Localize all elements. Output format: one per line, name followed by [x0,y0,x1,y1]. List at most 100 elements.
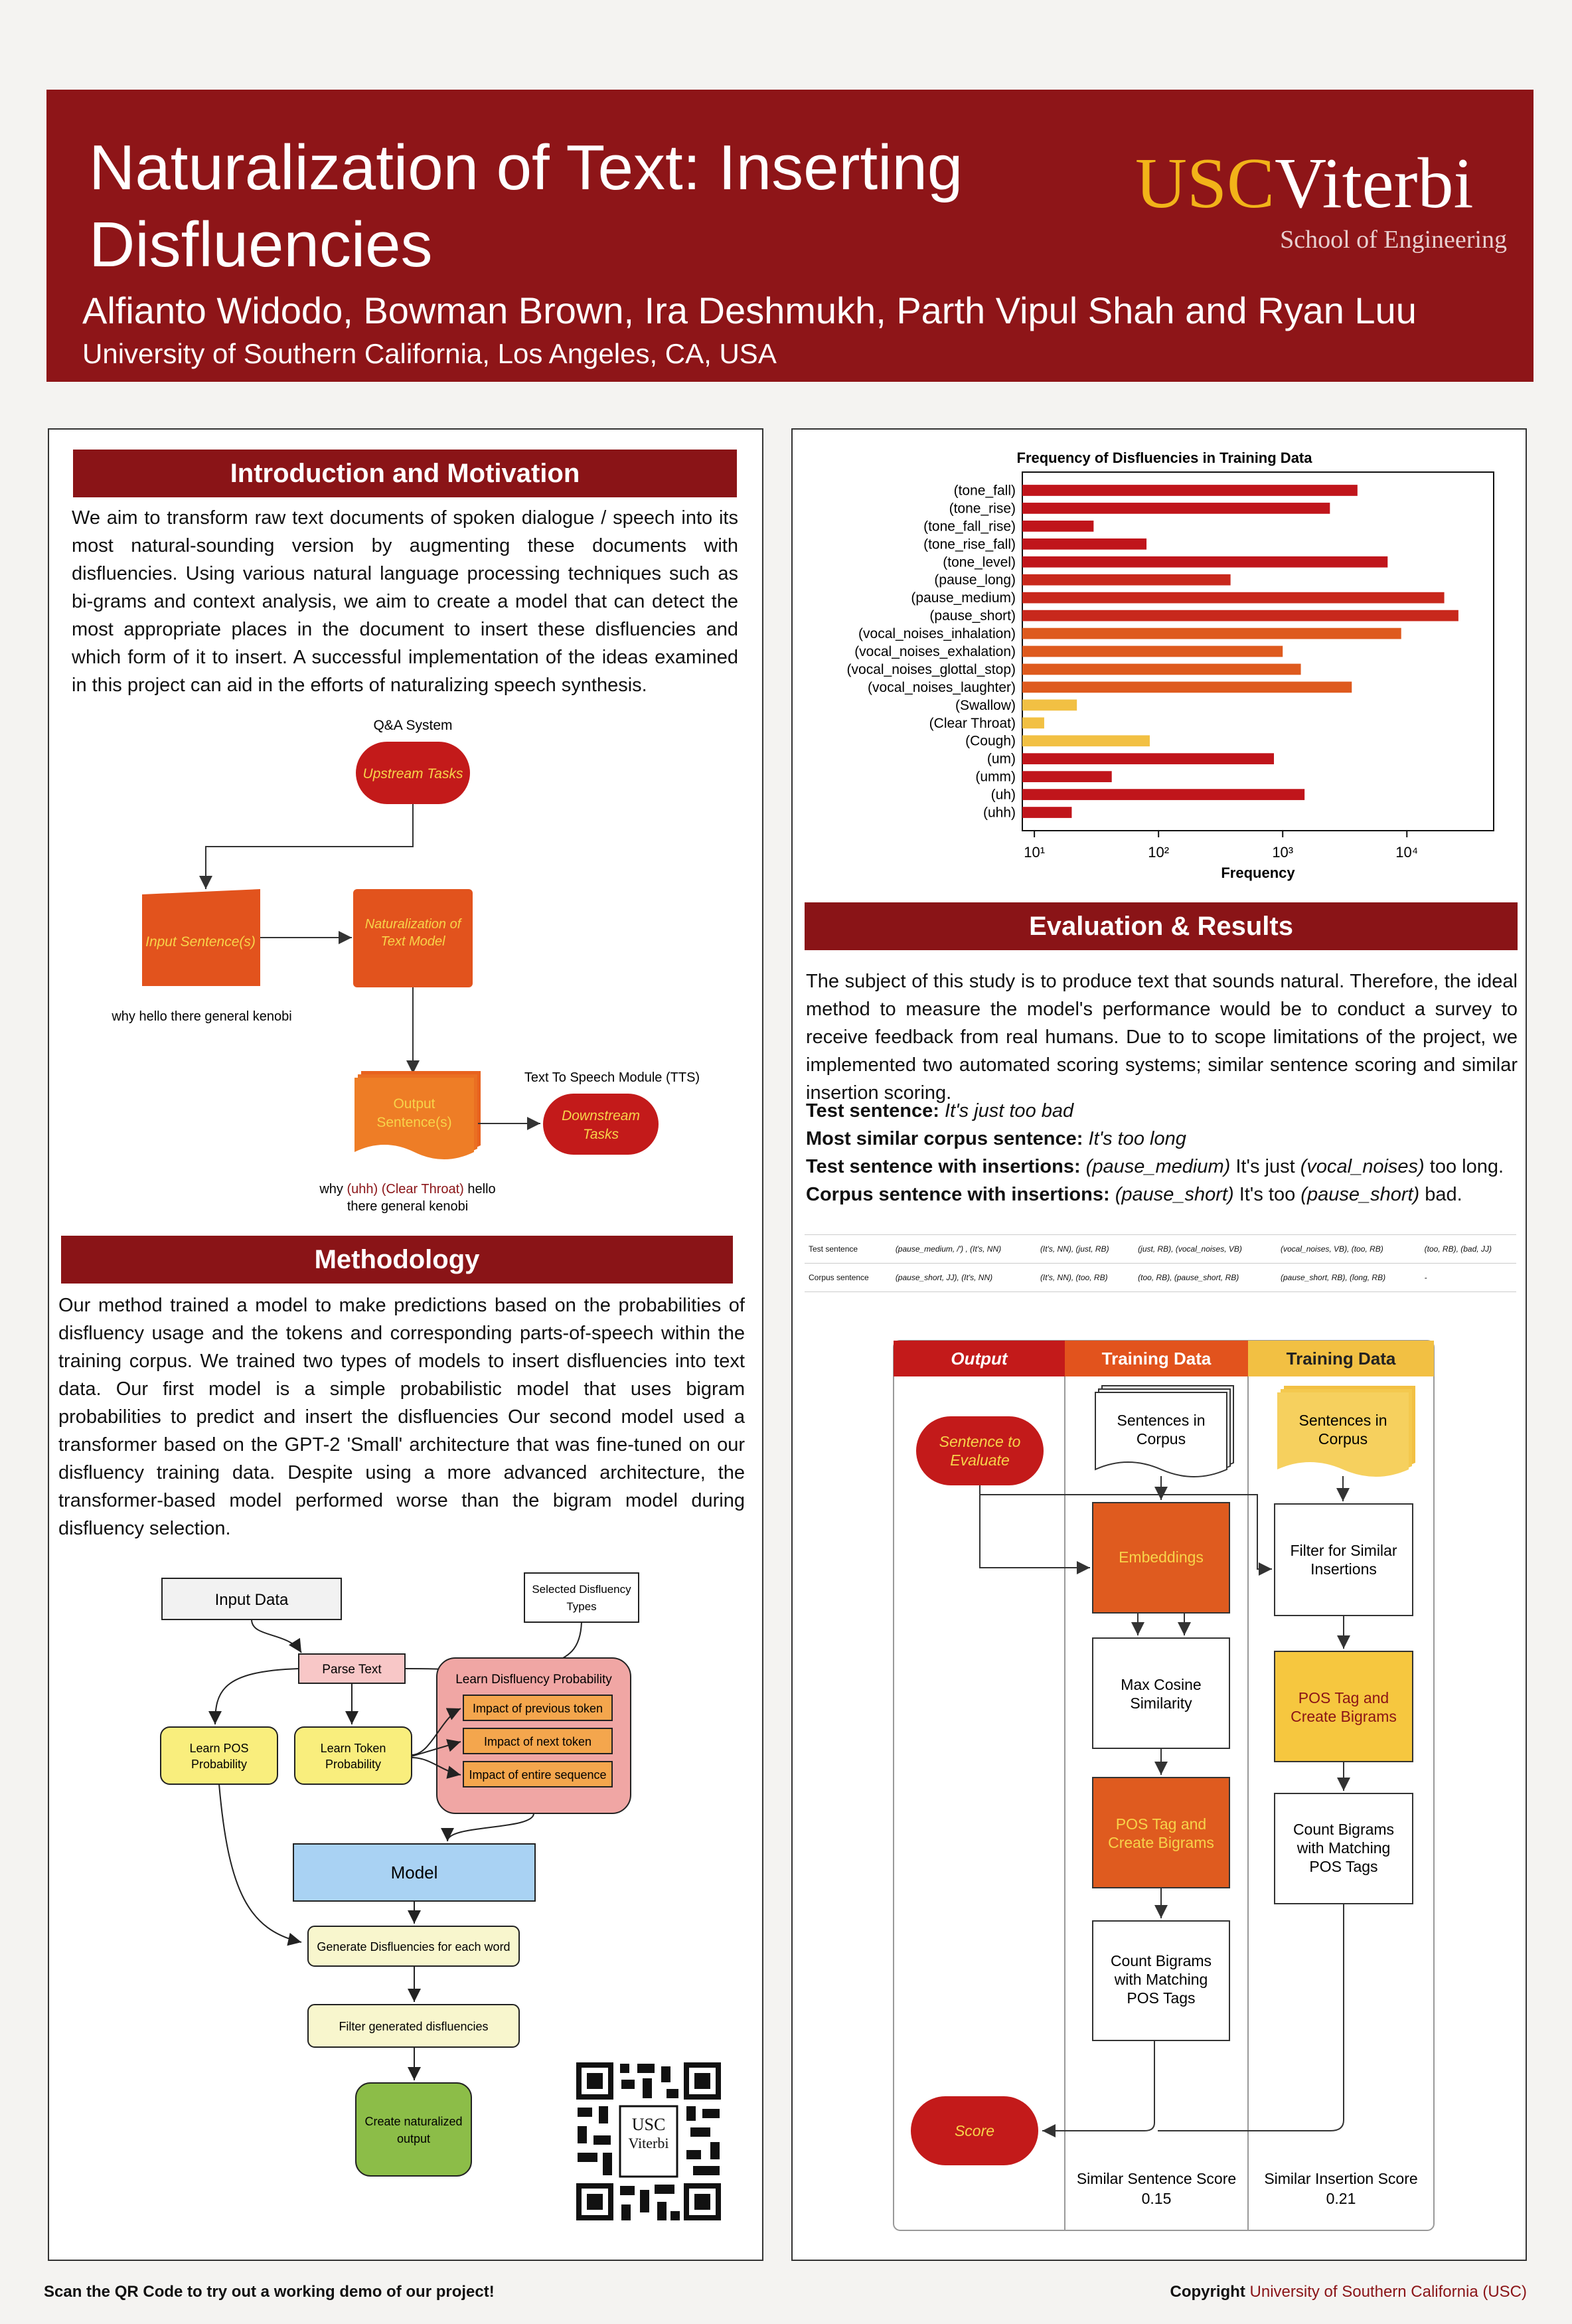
chart-bar [1022,771,1112,782]
create-label-1: Create naturalized [364,2115,462,2128]
corpus-ins-c: (pause_short) [1300,1184,1420,1205]
filter-similar-2: Insertions [1310,1560,1377,1578]
chart-tick-label: 10³ [1272,844,1293,861]
cosine-1: Max Cosine [1121,1676,1201,1693]
frequency-chart: Frequency of Disfluencies in Training Da… [847,450,1494,881]
chart-bar [1022,789,1305,800]
chart-category-label: (um) [987,752,1016,767]
pos-b-node [1274,1651,1413,1762]
corpus-ins-a: (pause_short) [1115,1184,1234,1205]
table-cell: Test sentence [805,1234,892,1264]
chart-bar [1022,663,1301,675]
table-row: Corpus sentence (pause_short, JJ), (It's… [805,1263,1516,1292]
learn-pos-label-2: Probability [191,1758,247,1771]
test-ins-c: (vocal_noises) [1300,1156,1425,1177]
table-cell: (It's, NN), (just, RB) [1036,1234,1135,1264]
chart-bar [1022,699,1077,711]
chart-bar [1022,521,1094,532]
chart-tick-label: 10¹ [1024,844,1045,861]
pos-a-2: Create Bigrams [1108,1834,1214,1851]
score-label: Score [955,2122,994,2139]
chart-category-label: (tone_level) [943,554,1016,570]
learn-token-label-1: Learn Token [321,1742,386,1755]
impact-next-label: Impact of next token [484,1735,591,1748]
logo-viterbi: Viterbi [1275,144,1474,223]
similar-label: Most similar corpus sentence: [806,1128,1083,1149]
upstream-node [356,742,470,804]
filter-label: Filter generated disfluencies [339,2020,488,2033]
chart-category-label: (tone_fall) [954,483,1016,498]
intro-heading: Introduction and Motivation [73,450,737,497]
selected-label-2: Types [566,1600,596,1613]
model-label: Naturalization of Text Model [364,917,461,949]
parse-text-label: Parse Text [322,1663,382,1677]
count-b-2: with Matching [1297,1839,1391,1857]
score-node [911,2096,1038,2165]
table-cell: (pause_medium, /') , (It's, NN) [891,1234,1036,1264]
example-output-1: why (uhh) (Clear Throat) hello [319,1182,495,1197]
input-node [142,889,260,986]
embeddings-label: Embeddings [1119,1548,1204,1566]
chart-bar [1022,627,1401,639]
count-a-2: with Matching [1114,1971,1208,1988]
filter-similar-1: Filter for Similar [1290,1542,1397,1559]
downstream-label-2: Tasks [583,1127,619,1142]
chart-bar [1022,717,1044,729]
chart-category-labels: (tone_fall)(tone_rise)(tone_fall_rise)(t… [847,483,1016,820]
corpus-b-1: Sentences in [1299,1412,1387,1429]
table-cell: (pause_short, JJ), (It's, NN) [891,1263,1036,1292]
pos-a-1: POS Tag and [1116,1815,1206,1833]
sentence-eval-2: Evaluate [950,1452,1010,1469]
corpus-a-2: Corpus [1137,1430,1186,1448]
scoring-diagram: Output Training Data Training Data Sente… [893,1340,1435,2231]
chart-category-label: (vocal_noises_inhalation) [858,626,1016,641]
output-node [354,1078,474,1159]
selected-label-1: Selected Disfluency [532,1583,631,1596]
footer-copyright: Copyright University of Southern Califor… [1170,2283,1527,2301]
chart-bar [1022,574,1231,586]
learn-token-box [294,1726,412,1785]
impact-next-box [463,1728,613,1754]
qr-graphic [574,2060,724,2223]
copyright-prefix: Copyright [1170,2283,1250,2301]
example-output-2: there general kenobi [347,1199,468,1214]
method-flowchart: Input Data Selected Disfluency Types Par… [160,1572,639,2177]
count-b-node [1274,1793,1413,1904]
chart-category-label: (Cough) [965,734,1016,749]
similar-value: It's too long [1088,1128,1186,1149]
col-training-label-2: Training Data [1287,1349,1396,1369]
test-label: Test sentence: [806,1100,939,1121]
table-cell: (just, RB), (vocal_noises, VB) [1134,1234,1277,1264]
chart-category-label: (vocal_noises_glottal_stop) [847,662,1016,677]
test-value: It's just too bad [944,1100,1074,1121]
qr-viterbi: Viterbi [628,2135,669,2151]
filter-similar-node [1274,1503,1413,1616]
tts-label: Text To Speech Module (TTS) [524,1070,700,1085]
test-ins-label: Test sentence with insertions: [806,1156,1081,1177]
test-sentence-line: Test sentence: It's just too bad [806,1100,1073,1122]
intro-text: We aim to transform raw text documents o… [72,507,738,696]
sim-sentence-label: Similar Sentence Score [1077,2170,1236,2187]
generate-label: Generate Disfluencies for each word [317,1940,510,1953]
col-training-label: Training Data [1102,1349,1212,1369]
left-column: Introduction and Motivation We aim to tr… [48,428,763,2261]
example-input: why hello there general kenobi [111,1009,291,1024]
embeddings-node [1092,1502,1230,1614]
chart-bar [1022,503,1330,514]
sentence-eval-1: Sentence to [939,1433,1021,1450]
pos-a-node [1092,1777,1230,1888]
chart-category-label: (tone_fall_rise) [923,519,1016,534]
test-ins-a: (pause_medium) [1085,1156,1231,1177]
learn-pos-box [160,1726,278,1785]
sim-sentence-value: 0.15 [1142,2190,1172,2207]
table-cell: (vocal_noises, VB), (too, RB) [1277,1234,1421,1264]
methodology-text: Our method trained a model to make predi… [58,1295,745,1539]
selected-types-box [524,1572,639,1623]
demo-qr-code[interactable]: USC Viterbi [574,2060,724,2223]
evaluation-heading: Evaluation & Results [805,902,1518,950]
sim-insertion-label: Similar Insertion Score [1264,2170,1417,2187]
footer-qr-note: Scan the QR Code to try out a working de… [44,2283,495,2301]
copyright-holder: University of Southern California (USC) [1249,2283,1527,2301]
output-label-2: Sentence(s) [376,1115,451,1130]
